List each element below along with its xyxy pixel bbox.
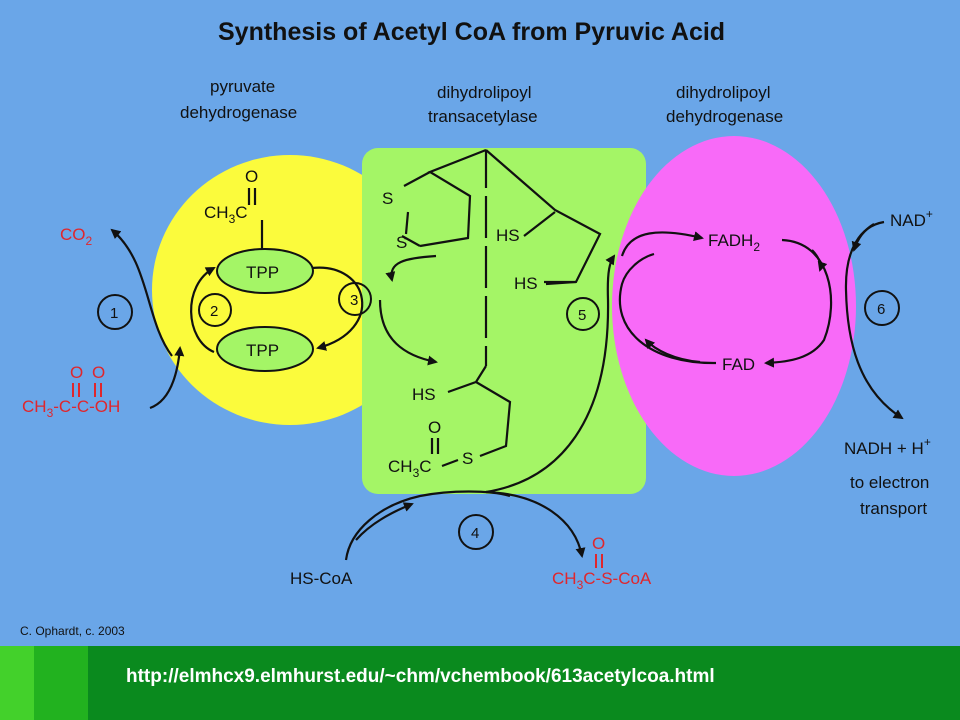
footer-accent-mid [34, 646, 88, 720]
dihydrolipoyl-dehydrogenase-complex [612, 136, 856, 476]
pathway-diagram: Synthesis of Acetyl CoA from Pyruvic Aci… [20, 18, 933, 638]
arrow-acetylcoa-out [485, 490, 586, 558]
source-url[interactable]: http://elmhcx9.elmhurst.edu/~chm/vchembo… [126, 666, 715, 687]
reduced-lipoyl-lines [523, 211, 576, 284]
enzyme-1-label-line1: pyruvate [210, 77, 275, 96]
arrow-fad-to-fadh2-left [618, 252, 717, 365]
dithiolane-s1: S [382, 189, 393, 208]
reduced-hs-2: HS [514, 274, 538, 293]
diagram-title: Synthesis of Acetyl CoA from Pyruvic Aci… [218, 18, 725, 46]
tpp-cycle-right [311, 266, 364, 351]
acetyl-lipoamide-s: S [462, 449, 473, 468]
acetylcoa-o: O [592, 534, 605, 553]
enzyme-1-label-line2: dehydrogenase [180, 103, 297, 122]
tpp-acyl-o: O [245, 167, 258, 186]
step-4-circle [458, 514, 494, 550]
step-3-number: 3 [350, 292, 358, 309]
electron-transport-line2: transport [860, 499, 927, 518]
step-2-circle [198, 293, 232, 327]
credit-text: C. Ophardt, c. 2003 [20, 624, 125, 638]
arrow-co2-release [110, 228, 173, 357]
step-6-number: 6 [877, 301, 885, 318]
acetylcoa-label: CH3C-S-CoA [552, 569, 652, 592]
step-2-number: 2 [210, 303, 218, 320]
dithiolane-ring [403, 171, 431, 235]
pyruvate-o1: O [70, 363, 83, 382]
tpp-acyl-group: CH3C [204, 203, 248, 226]
reduced-hs-1: HS [496, 226, 520, 245]
arrow-nad-head [851, 223, 875, 252]
arrow-to-fadh2 [620, 231, 704, 257]
step-5-circle [566, 297, 600, 331]
acetyl-lipoamide-bond [441, 458, 459, 468]
arrow-pyruvate-entry [149, 346, 185, 410]
footer-accent-light [0, 646, 34, 720]
arrow-fad-left-head [644, 338, 701, 364]
electron-transport-line1: to electron [850, 473, 929, 492]
arrow-lipoyl-reoxidation [485, 254, 616, 494]
step-4-number: 4 [471, 525, 479, 542]
fadh2-label: FADH2 [708, 231, 760, 254]
hscoa-label: HS-CoA [290, 569, 353, 588]
nad-label: NAD+ [890, 207, 933, 230]
pyruvate-o2: O [92, 363, 105, 382]
arrow-to-acetyl-lipoamide [378, 299, 438, 366]
enzyme-2-label-line2: transacetylase [428, 107, 538, 126]
tpp-lower-label: TPP [246, 341, 279, 360]
acetyl-lipoamide-hs: HS [412, 385, 436, 404]
fad-label: FAD [722, 355, 755, 374]
arrow-hscoa-in [344, 490, 511, 561]
dithiolane-s2: S [396, 233, 407, 252]
step-5-number: 5 [578, 307, 586, 324]
tpp-acyl-double-bond [247, 188, 257, 205]
tpp-upper-label: TPP [246, 263, 279, 282]
tpp-lower [216, 326, 314, 372]
arrow-fad-right-head [811, 249, 828, 272]
enzyme-3-label-line2: dehydrogenase [666, 107, 783, 126]
acetyl-lipoamide-o: O [428, 418, 441, 437]
enzyme-3-label-line1: dihydrolipoyl [676, 83, 771, 102]
arrow-hscoa-head [355, 502, 414, 541]
footer-bar [0, 646, 960, 720]
tpp-upper [216, 248, 314, 294]
pyruvate-label: CH3-C-C-OH [22, 397, 120, 420]
step-1-circle [97, 294, 133, 330]
acetyl-lipoamide-group: CH3C [388, 457, 432, 480]
arrow-lipoyl-acceptor [385, 254, 437, 282]
nadh-label: NADH + H+ [844, 435, 931, 458]
co2-label: CO2 [60, 225, 93, 248]
acetyl-lipoamide-arm [447, 365, 512, 458]
transacetylase-complex [362, 148, 646, 494]
pyruvate-double-bonds [72, 383, 102, 397]
acetyl-lipoamide-carbonyl [430, 438, 440, 454]
step-6-circle [864, 290, 900, 326]
enzyme-2-label-line1: dihydrolipoyl [437, 83, 532, 102]
tpp-cycle-left [190, 267, 216, 354]
lipoyl-arm-lines [401, 148, 602, 366]
acetylcoa-carbonyl [595, 554, 603, 568]
arrow-fadh2-to-fad-right [764, 238, 833, 368]
step-1-number: 1 [110, 305, 118, 322]
